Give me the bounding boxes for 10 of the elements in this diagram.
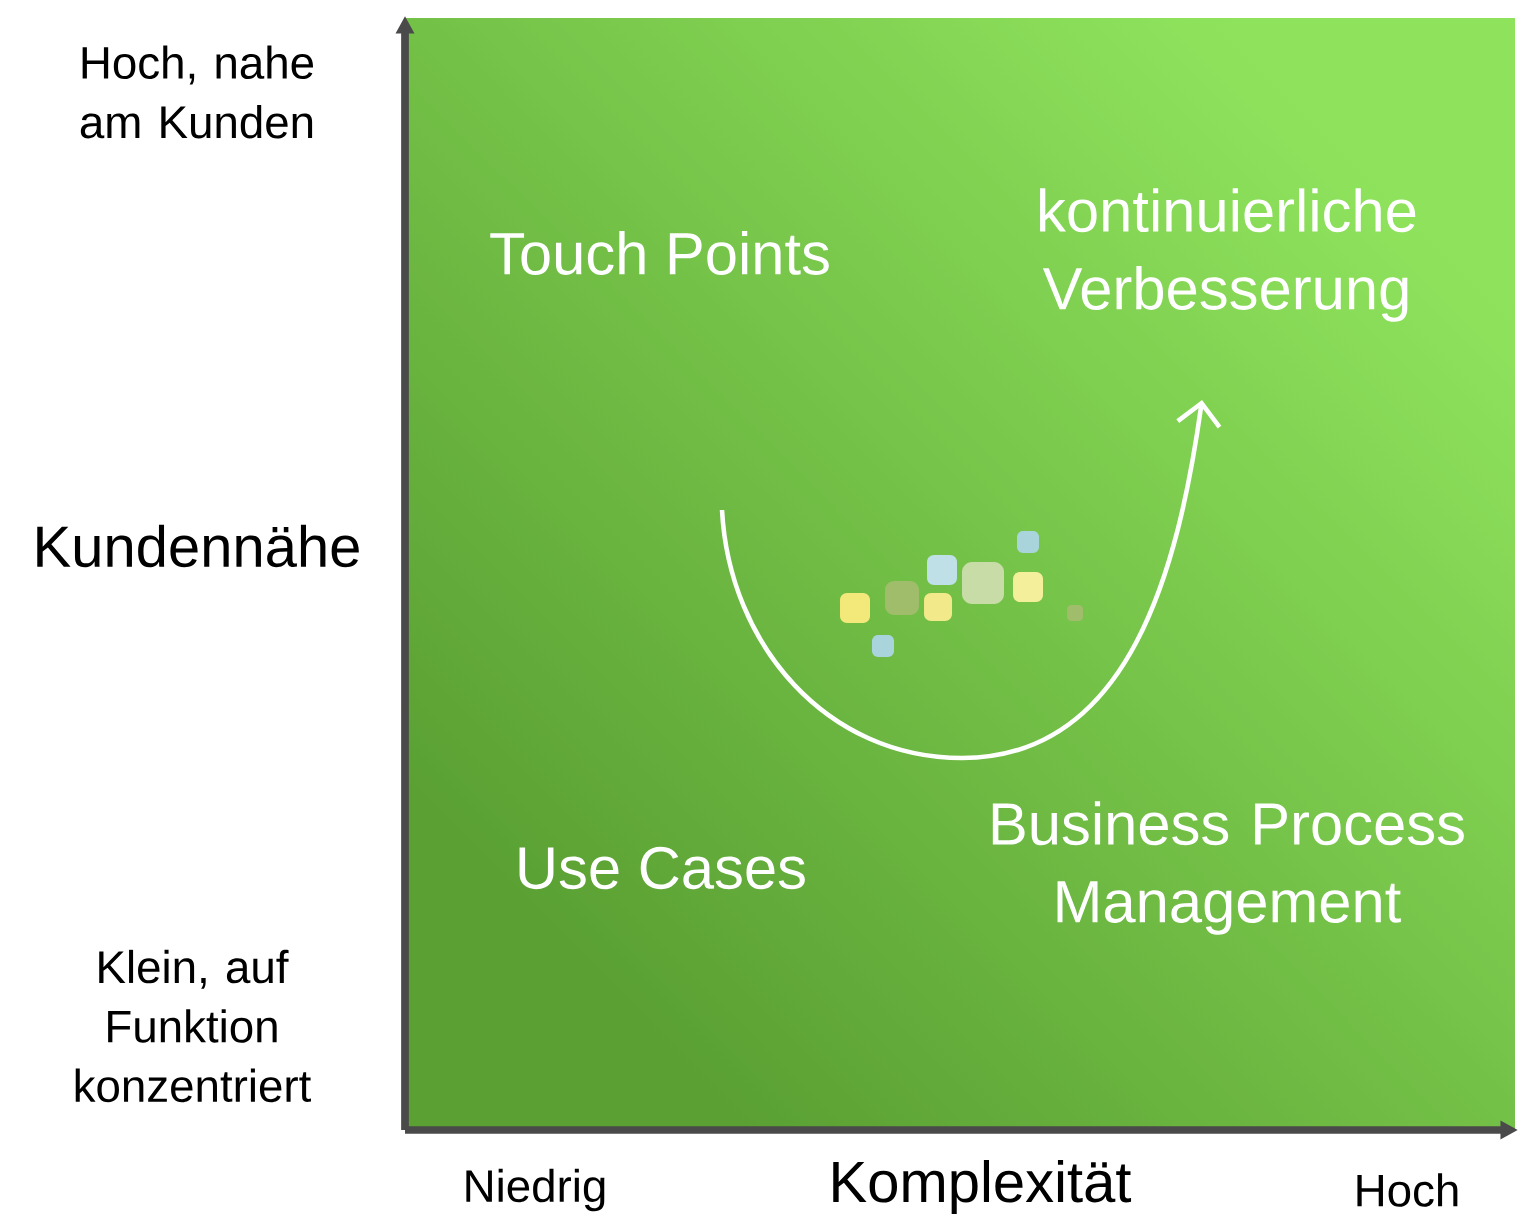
axis-title: Komplexität: [833, 1160, 1132, 1214]
quadrant-label: Use Cases: [519, 846, 805, 890]
axis-end-label: Klein, auf Funktion konzentriert: [75, 949, 311, 1103]
quadrant-label: Touch Points: [490, 231, 829, 275]
axis-end-label: Niedrig: [466, 1168, 605, 1212]
axis-title: Kundennähe: [37, 524, 359, 568]
quadrant-label: kontinuierliche Verbesserung: [1040, 188, 1416, 322]
axis-end-label: Hoch, nahe am Kunden: [80, 45, 314, 139]
axis-end-label: Hoch: [1357, 1173, 1458, 1207]
quadrant-label: Business Process Management: [992, 801, 1464, 935]
